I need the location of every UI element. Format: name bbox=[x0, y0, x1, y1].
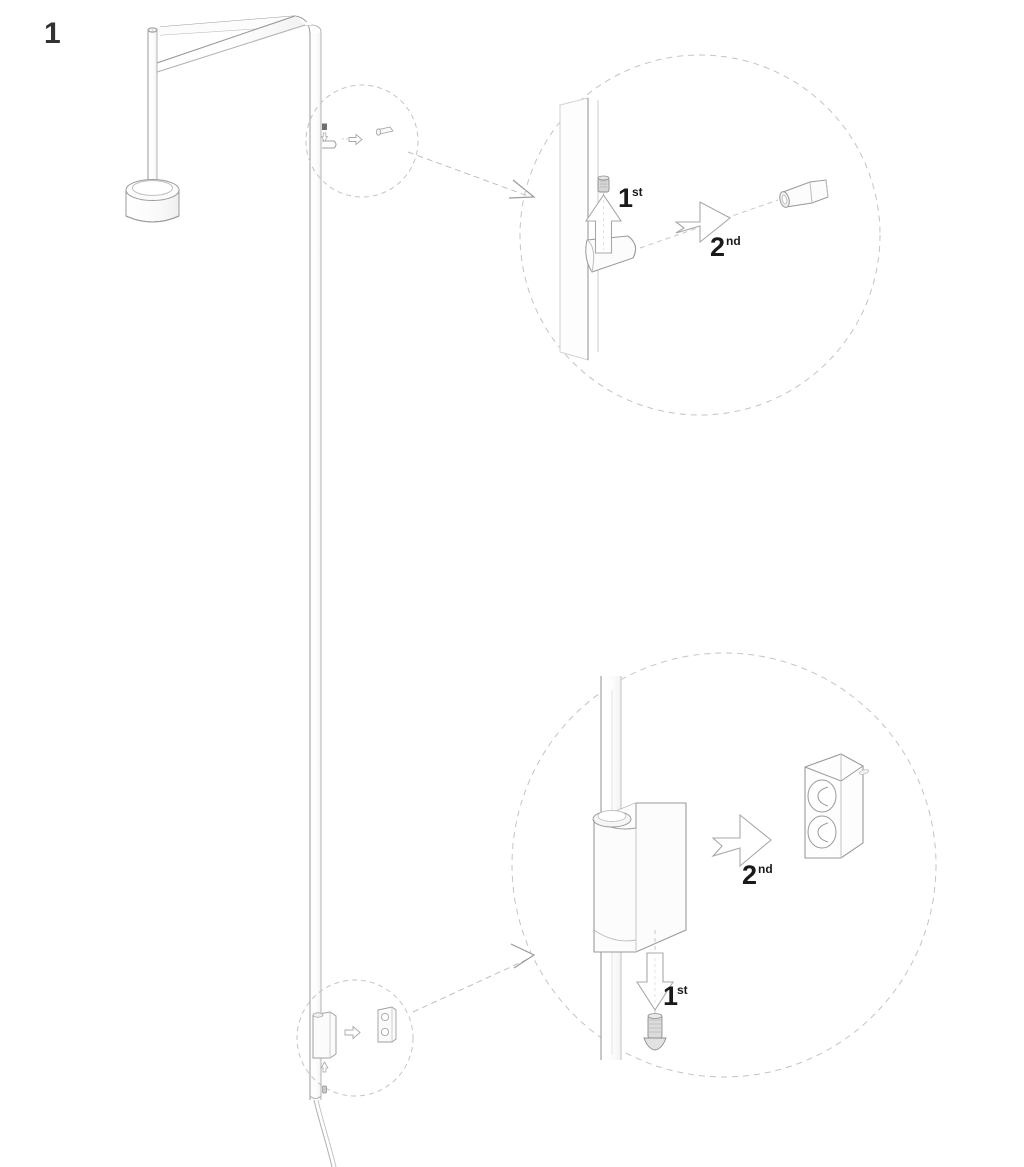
lamp-overview bbox=[125, 15, 337, 1167]
top-arrow-up bbox=[584, 194, 623, 254]
mounting-screw bbox=[643, 1013, 667, 1051]
top-second-label-text: 2 bbox=[710, 232, 725, 262]
top-callout: 1 st 2 nd bbox=[305, 54, 881, 416]
top-first-label: 1 st bbox=[618, 183, 643, 213]
bottom-callout-leader bbox=[412, 943, 536, 1013]
horizontal-arm bbox=[155, 15, 312, 73]
top-arrow-right bbox=[674, 201, 731, 244]
bottom-callout-small-contents bbox=[312, 1006, 397, 1094]
lamp-shade bbox=[125, 179, 180, 223]
top-detail-circle bbox=[519, 54, 881, 416]
power-cable bbox=[313, 1099, 337, 1167]
bottom-first-label-text: 1 bbox=[663, 981, 678, 1011]
wall-bracket bbox=[804, 753, 870, 859]
vertical-pole bbox=[309, 32, 322, 1100]
bottom-second-label-text: 2 bbox=[742, 860, 757, 890]
bracket-keyhole-lower bbox=[807, 815, 837, 849]
top-callout-small-contents bbox=[320, 123, 394, 149]
bottom-callout-small-circle bbox=[296, 979, 414, 1097]
top-second-label-suffix: nd bbox=[726, 234, 741, 248]
bottom-callout: 1 st 2 nd bbox=[296, 652, 937, 1097]
bracket-keyhole-upper bbox=[807, 779, 837, 813]
bottom-second-label: 2 nd bbox=[742, 860, 773, 890]
bottom-detail-contents: 1 st 2 nd bbox=[592, 676, 870, 1060]
top-callout-small-circle bbox=[305, 84, 419, 198]
bottom-first-label: 1 st bbox=[663, 981, 688, 1011]
top-screw bbox=[597, 175, 610, 193]
top-callout-leader bbox=[407, 151, 536, 199]
bottom-second-label-suffix: nd bbox=[758, 862, 773, 876]
connector-sleeve bbox=[779, 179, 829, 208]
bottom-first-label-suffix: st bbox=[677, 983, 688, 997]
pole-clamp bbox=[592, 802, 687, 953]
top-second-label: 2 nd bbox=[710, 232, 741, 262]
top-first-label-suffix: st bbox=[632, 185, 643, 199]
top-detail-contents: 1 st 2 nd bbox=[559, 97, 829, 361]
curved-top-elbow bbox=[159, 15, 322, 36]
drop-tube bbox=[147, 27, 158, 190]
top-first-label-text: 1 bbox=[618, 183, 633, 213]
step-number: 1 bbox=[44, 17, 61, 50]
bottom-arrow-right bbox=[711, 813, 772, 868]
bottom-detail-circle bbox=[511, 652, 937, 1078]
bottom-arrow-down bbox=[635, 952, 675, 1012]
